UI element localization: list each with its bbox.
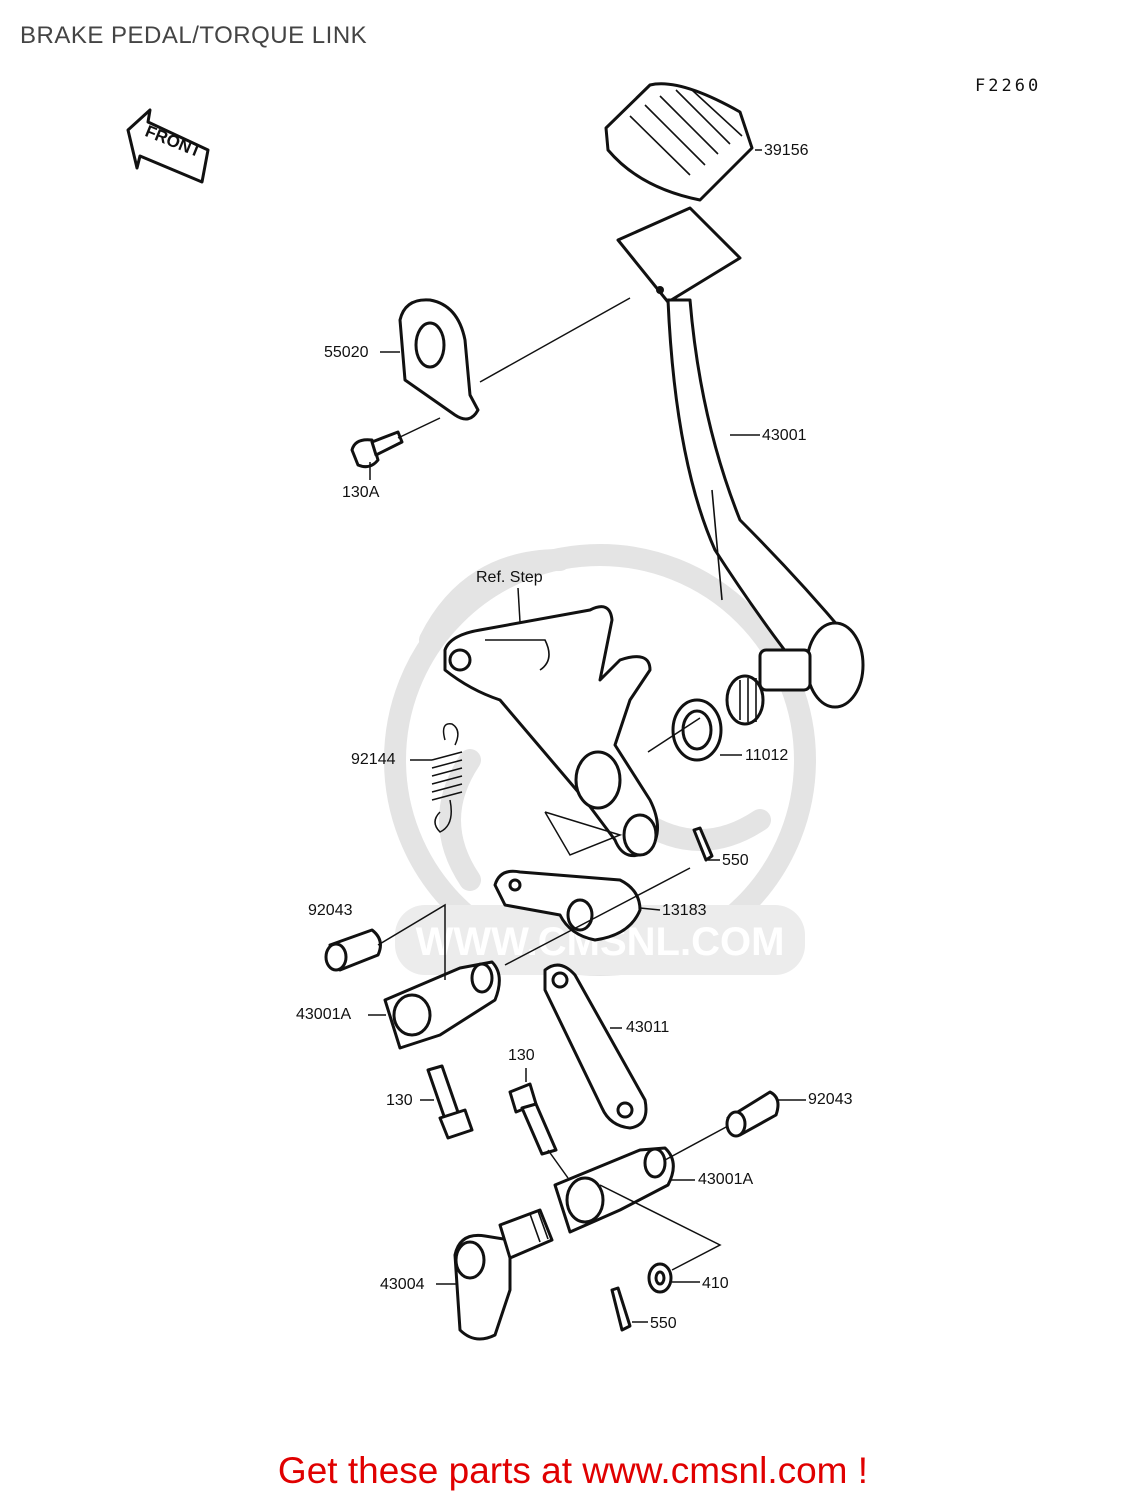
part-label-43001A-lower[interactable]: 43001A (698, 1171, 754, 1188)
bracket-55020 (398, 298, 480, 421)
part-label-39156[interactable]: 39156 (764, 142, 809, 159)
part-label-13183[interactable]: 13183 (662, 902, 707, 919)
part-label-11012[interactable]: 11012 (745, 747, 789, 764)
pedal-pad-rubber (604, 82, 754, 202)
front-arrow-icon: FRONT (126, 108, 210, 184)
footrest-step-bracket (443, 605, 659, 858)
part-label-130-upper[interactable]: 130 (508, 1047, 535, 1064)
part-label-130-lower[interactable]: 130 (386, 1092, 413, 1109)
page-title: BRAKE PEDAL/TORQUE LINK (20, 22, 368, 49)
ref-step-label: Ref. Step (476, 569, 543, 586)
part-label-550-lower[interactable]: 550 (650, 1315, 677, 1332)
bolt-130-left (426, 1064, 474, 1140)
part-label-43004[interactable]: 43004 (380, 1276, 425, 1293)
pin-92043-right (725, 1090, 780, 1138)
bolt-130A (350, 430, 404, 469)
washer-410 (647, 1262, 673, 1294)
part-label-410[interactable]: 410 (702, 1275, 729, 1292)
link-plate-13183 (493, 869, 642, 942)
clevis-43001A-lower (553, 1146, 675, 1234)
lever-43004 (453, 1208, 554, 1341)
bolt-130-right (508, 1082, 558, 1156)
part-label-55020[interactable]: 55020 (324, 344, 369, 361)
seal-11012 (671, 698, 723, 762)
part-label-92043[interactable]: 92043 (308, 902, 353, 919)
part-label-550[interactable]: 550 (722, 852, 749, 869)
torque-link-43011 (543, 963, 648, 1130)
spring-92144 (431, 723, 463, 833)
clevis-43001A-upper (383, 960, 501, 1050)
figure-code: F2260 (975, 76, 1042, 96)
brake-pedal-arm (616, 206, 865, 726)
part-label-43011[interactable]: 43011 (626, 1019, 670, 1036)
leader-lines (368, 149, 806, 1323)
part-label-130A[interactable]: 130A (342, 484, 380, 501)
part-label-92144[interactable]: 92144 (351, 751, 396, 768)
cotter-pin-550 (692, 826, 714, 862)
pin-92043-left (324, 928, 382, 972)
part-label-43001[interactable]: 43001 (762, 427, 807, 444)
part-label-92043-right[interactable]: 92043 (808, 1091, 853, 1108)
part-label-43001A[interactable]: 43001A (296, 1006, 352, 1023)
footer-link[interactable]: Get these parts at www.cmsnl.com ! (277, 1450, 869, 1491)
cotter-pin-550-lower (610, 1286, 632, 1332)
